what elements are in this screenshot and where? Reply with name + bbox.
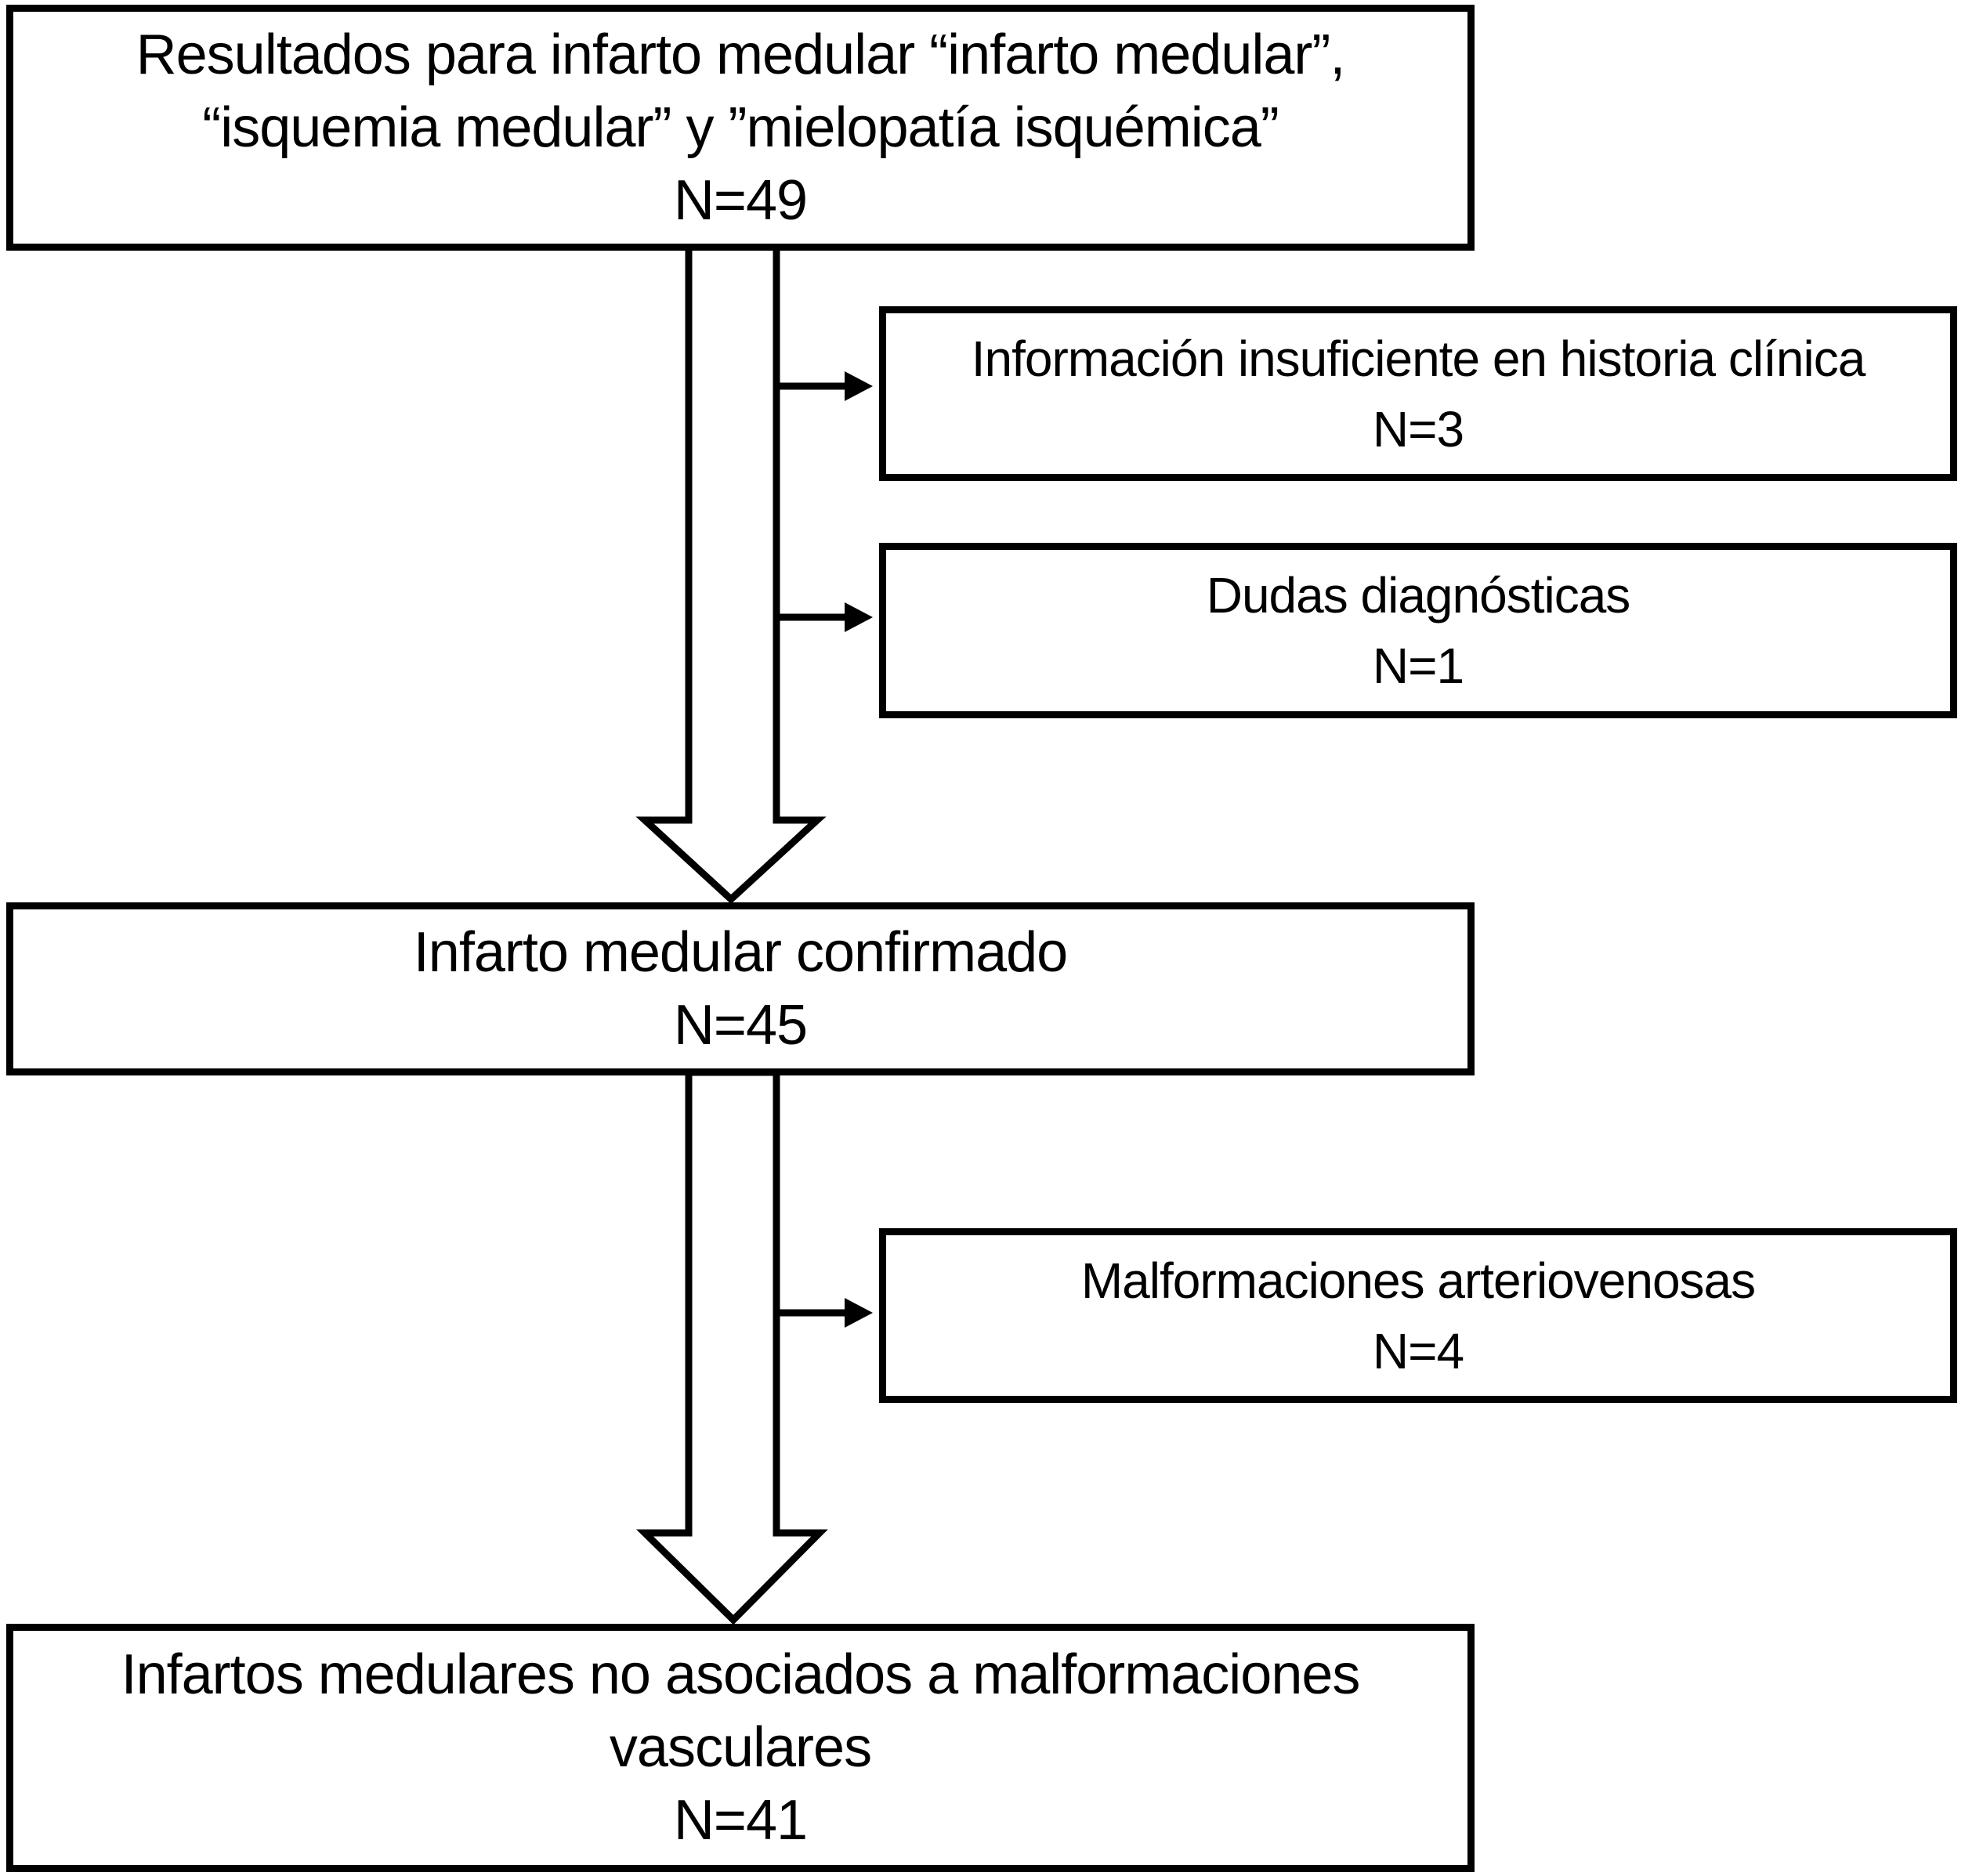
right-arrow-icon-3: [777, 1298, 873, 1328]
box-text-line: Dudas diagnósticas: [1206, 567, 1631, 624]
box-confirmed-infarction: Infarto medular confirmado N=45: [6, 902, 1475, 1075]
box-text-line: Información insuficiente en historia clí…: [971, 330, 1866, 387]
box-count: N=4: [1372, 1322, 1464, 1379]
box-text-line: Resultados para infarto medular “infarto…: [136, 23, 1346, 86]
box-count: N=45: [673, 993, 808, 1057]
right-arrow-icon-2: [777, 602, 873, 632]
box-text-line: “isquemia medular” y ”mielopatía isquémi…: [202, 96, 1279, 159]
box-count: N=1: [1372, 638, 1464, 694]
box-diagnostic-doubts: Dudas diagnósticas N=1: [879, 543, 1957, 718]
box-avm-exclusion: Malformaciones arteriovenosas N=4: [879, 1228, 1957, 1403]
box-count: N=41: [673, 1789, 808, 1852]
box-text-line: vasculares: [609, 1716, 872, 1779]
box-text-line: Malformaciones arteriovenosas: [1080, 1252, 1756, 1309]
box-text-line: Infartos medulares no asociados a malfor…: [121, 1643, 1361, 1706]
box-insufficient-info: Información insuficiente en historia clí…: [879, 306, 1957, 481]
right-arrow-icon-1: [777, 371, 873, 401]
down-arrow-icon-top: [635, 240, 827, 905]
box-text-line: Infarto medular confirmado: [413, 920, 1068, 984]
down-arrow-icon-bottom: [635, 1068, 828, 1625]
box-final-cohort: Infartos medulares no asociados a malfor…: [6, 1624, 1475, 1872]
box-count: N=3: [1372, 400, 1464, 457]
box-search-results: Resultados para infarto medular “infarto…: [6, 5, 1475, 251]
box-count: N=49: [673, 168, 808, 232]
